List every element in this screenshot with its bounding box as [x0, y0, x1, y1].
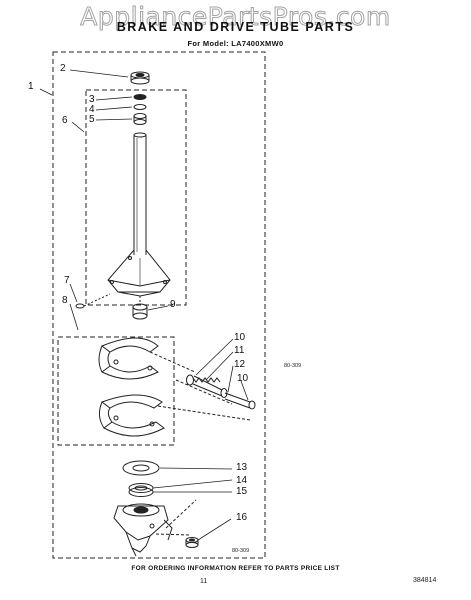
- callout-1: 1: [28, 81, 34, 92]
- part-4-washer: [133, 104, 147, 110]
- callout-6: 6: [62, 115, 68, 126]
- callout-9: 9: [170, 299, 176, 310]
- page-title: BRAKE AND DRIVE TUBE PARTS: [116, 20, 355, 34]
- callout-10: 10: [234, 332, 246, 343]
- ordering-info: FOR ORDERING INFORMATION REFER TO PARTS …: [131, 565, 340, 572]
- leader-lines: [39, 69, 249, 541]
- callout-16: 16: [236, 512, 248, 523]
- callout-12: 12: [234, 359, 246, 370]
- drawing-code-brake: 80-309: [284, 363, 302, 369]
- part-2-seal: [130, 71, 150, 85]
- part-9-bushing: [132, 296, 148, 320]
- model-subtitle: For Model: LA7400XMW0: [187, 39, 284, 48]
- callout-3: 3: [89, 94, 95, 105]
- part-7-washer: [75, 293, 111, 309]
- brake-outline: [57, 336, 175, 446]
- drive-tube-outline: [85, 89, 187, 306]
- drawing-code-assembly: 80-309: [232, 548, 250, 554]
- document-number: 384814: [413, 577, 437, 584]
- callout-2: 2: [60, 63, 66, 74]
- part-3-ring: [133, 94, 147, 100]
- part-14-seal: [128, 483, 154, 497]
- page-number: 11: [200, 578, 208, 585]
- part-16-nut: [185, 537, 199, 548]
- part-11-spring: [186, 374, 228, 398]
- brake-shoe-upper: [98, 337, 159, 380]
- callout-8: 8: [62, 295, 68, 306]
- brake-shoe-lower: [98, 394, 165, 437]
- callout-14: 14: [236, 475, 248, 486]
- callout-10b: 10: [237, 373, 249, 384]
- callout-7: 7: [64, 275, 70, 286]
- callout-11: 11: [234, 345, 245, 356]
- part-13-gasket: [122, 460, 160, 476]
- callout-13: 13: [236, 462, 248, 473]
- part-5-bearing: [133, 113, 147, 125]
- callout-4: 4: [89, 104, 95, 115]
- assembly-outline: [52, 51, 266, 559]
- drive-tube: [107, 132, 171, 297]
- part-15-housing: [113, 503, 173, 557]
- callout-5: 5: [89, 114, 95, 125]
- callout-15: 15: [236, 486, 248, 497]
- part-12-pin: [224, 392, 256, 410]
